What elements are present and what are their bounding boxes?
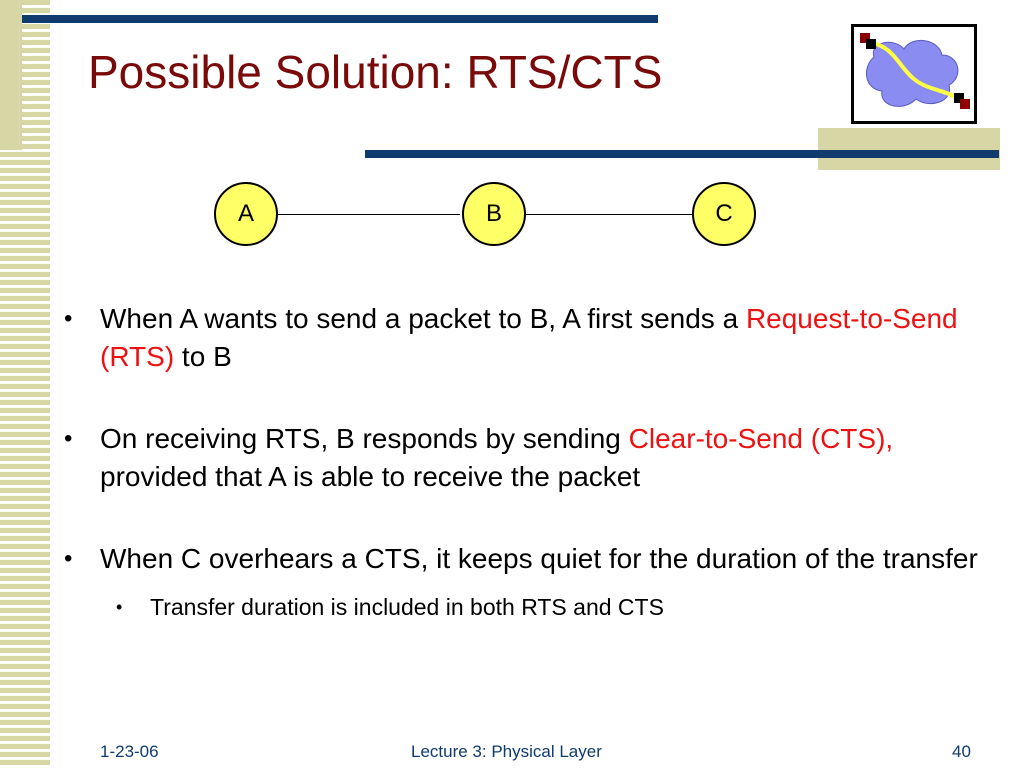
bullet-highlight: Clear-to-Send (CTS),	[628, 423, 894, 454]
node-b: B	[462, 182, 526, 246]
bullet-item: • When A wants to send a packet to B, A …	[60, 300, 1000, 376]
sub-bullet-dot: •	[116, 597, 123, 617]
bullet-item: • On receiving RTS, B responds by sendin…	[60, 420, 1000, 496]
slide-title: Possible Solution: RTS/CTS	[88, 46, 663, 98]
bullet-dot: •	[64, 425, 73, 452]
top-accent-bar	[22, 15, 658, 23]
bullet-highlight: Request-to-Send (RTS)	[100, 303, 958, 372]
node-a: A	[214, 182, 278, 246]
bullet-dot: •	[64, 545, 73, 572]
edge-b-c	[524, 214, 692, 215]
bullet-text: On receiving RTS, B responds by sending	[100, 423, 629, 454]
bullet-list: • When A wants to send a packet to B, A …	[60, 300, 1000, 622]
bullet-text: When A wants to send a packet to B, A fi…	[100, 303, 746, 334]
tan-accent-block	[818, 128, 1000, 170]
footer-page-number: 40	[952, 742, 971, 761]
edge-a-b	[276, 214, 460, 215]
bullet-dot: •	[64, 305, 73, 332]
sub-bullet-text: Transfer duration is included in both RT…	[150, 594, 664, 620]
bullet-item: • When C overhears a CTS, it keeps quiet…	[60, 540, 1000, 578]
sub-bullet-item: • Transfer duration is included in both …	[60, 592, 1000, 622]
footer-date: 1-23-06	[100, 742, 159, 761]
bullet-text-after: provided that A is able to receive the p…	[100, 461, 641, 492]
bullet-text-after: to B	[174, 341, 232, 372]
bullet-text: When C overhears a CTS, it keeps quiet f…	[100, 543, 978, 574]
node-c: C	[692, 182, 756, 246]
network-cloud-icon	[851, 24, 977, 124]
node-diagram: A B C	[210, 180, 770, 250]
footer-title: Lecture 3: Physical Layer	[411, 742, 602, 761]
title-underline-bar	[365, 150, 999, 158]
left-decorative-block	[0, 0, 22, 150]
